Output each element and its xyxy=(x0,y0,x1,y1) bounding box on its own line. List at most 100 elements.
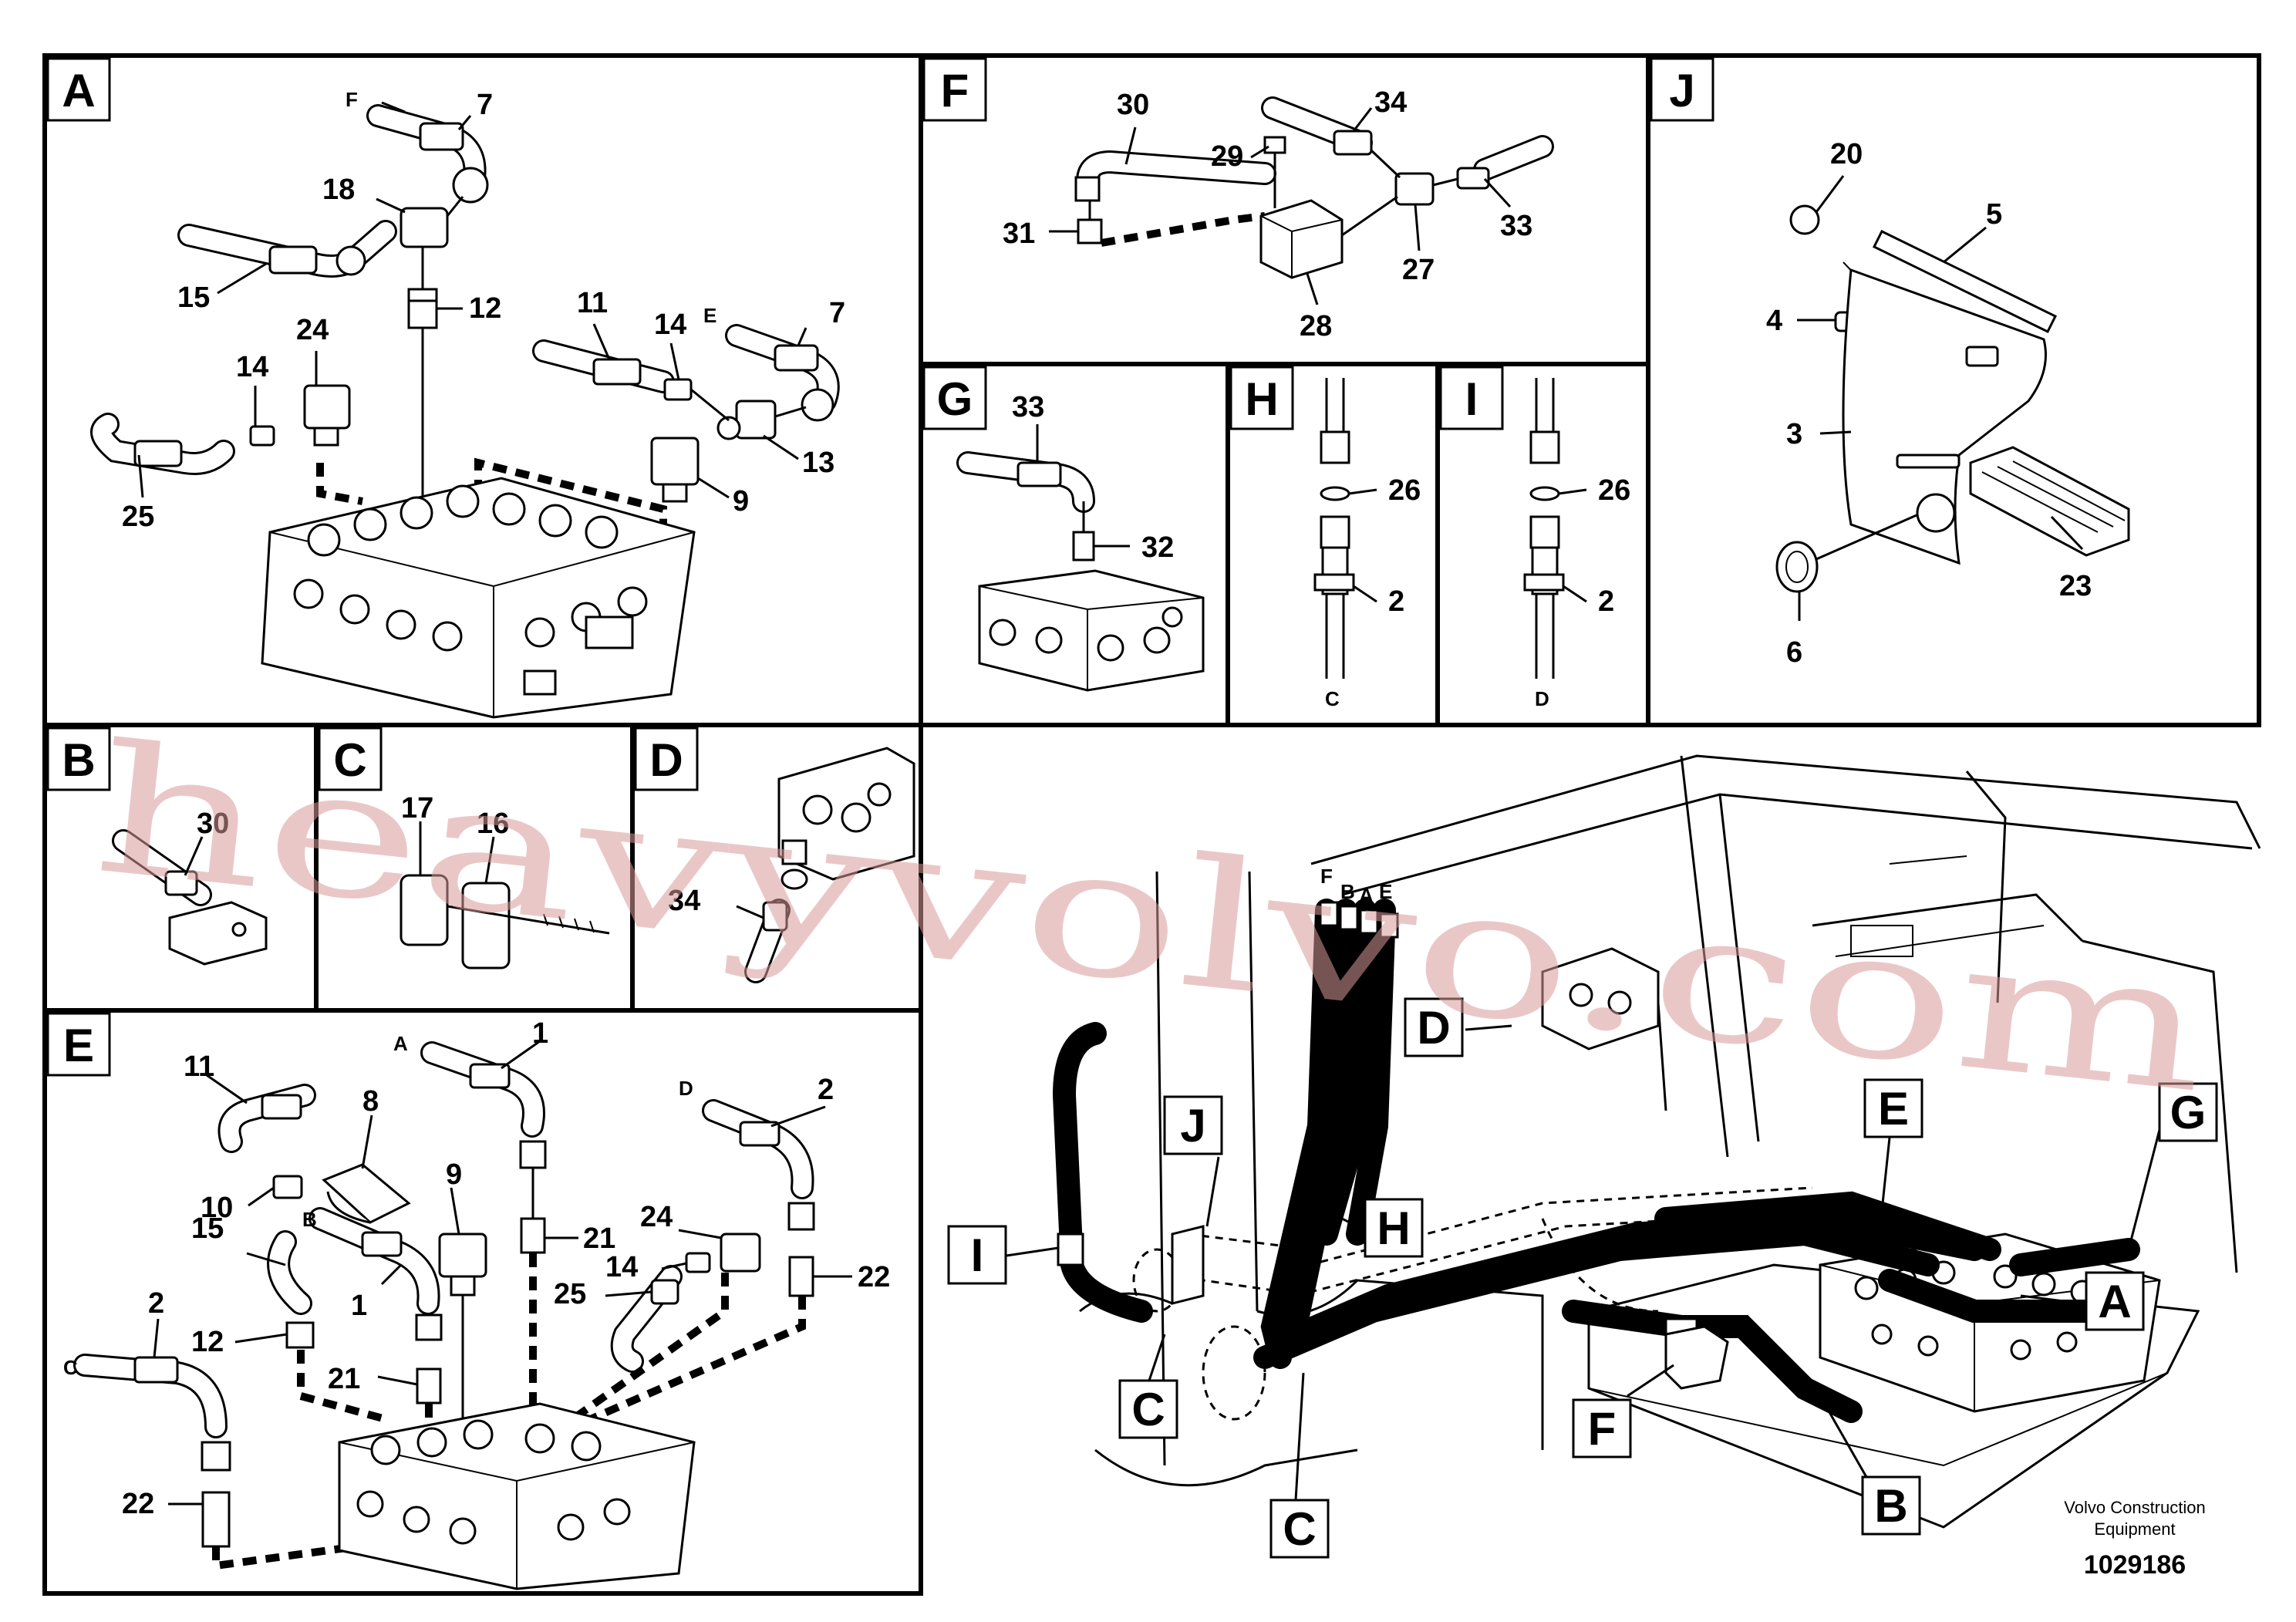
svg-text:9: 9 xyxy=(446,1158,462,1191)
svg-text:30: 30 xyxy=(197,808,229,840)
svg-text:21: 21 xyxy=(328,1363,360,1395)
panel-plate-f: F xyxy=(922,57,987,122)
svg-text:B: B xyxy=(62,734,95,786)
svg-text:2: 2 xyxy=(818,1074,834,1106)
panel-i-drawing xyxy=(1523,378,1565,679)
svg-text:D: D xyxy=(1417,1002,1450,1054)
panel-plate-c: C xyxy=(318,727,383,791)
svg-text:3: 3 xyxy=(1786,418,1802,450)
overview-callout-i: I xyxy=(947,1225,1007,1285)
panel-g-drawing xyxy=(956,451,1205,692)
svg-text:13: 13 xyxy=(802,447,834,479)
svg-text:E: E xyxy=(1878,1083,1909,1135)
panel-d-drawing xyxy=(744,747,915,983)
svg-text:C: C xyxy=(1325,687,1340,710)
svg-text:14: 14 xyxy=(236,351,268,383)
svg-text:F: F xyxy=(346,88,358,111)
overview-callout-d: D xyxy=(1404,997,1464,1057)
svg-text:23: 23 xyxy=(2059,570,2092,602)
svg-text:F: F xyxy=(1320,865,1333,888)
leader-lines xyxy=(137,101,2161,1506)
svg-text:34: 34 xyxy=(668,885,700,917)
svg-text:8: 8 xyxy=(362,1085,379,1118)
company-line-2: Equipment xyxy=(2094,1519,2175,1539)
svg-text:22: 22 xyxy=(122,1488,154,1520)
svg-text:20: 20 xyxy=(1830,138,1863,170)
svg-text:32: 32 xyxy=(1141,531,1174,564)
svg-text:16: 16 xyxy=(477,808,509,840)
svg-text:C: C xyxy=(63,1356,78,1379)
company-line-1: Volvo Construction xyxy=(2064,1498,2205,1517)
svg-text:7: 7 xyxy=(829,297,845,329)
svg-text:26: 26 xyxy=(1388,474,1421,507)
svg-text:E: E xyxy=(1379,880,1392,903)
panel-plate-h: H xyxy=(1229,366,1294,430)
svg-text:H: H xyxy=(1377,1202,1410,1254)
svg-text:I: I xyxy=(971,1229,984,1281)
panel-plate-g: G xyxy=(922,366,987,430)
svg-text:G: G xyxy=(2170,1087,2207,1138)
panel-ghi-callouts: 33 32 26 2 C 26 2 D xyxy=(1012,391,1630,710)
svg-text:9: 9 xyxy=(733,485,749,518)
svg-text:25: 25 xyxy=(554,1278,586,1310)
svg-text:G: G xyxy=(937,373,973,425)
svg-text:B: B xyxy=(302,1208,317,1231)
drawing-number: 1029186 xyxy=(2084,1550,2186,1580)
svg-text:29: 29 xyxy=(1211,140,1243,173)
overview-callout-plates: D J I H E G A C F C B xyxy=(947,997,2218,1559)
svg-text:21: 21 xyxy=(583,1222,615,1255)
svg-text:14: 14 xyxy=(654,309,686,341)
panel-j-drawing xyxy=(1775,204,2130,593)
overview-callout-g: G xyxy=(2158,1082,2218,1142)
panel-c-drawing xyxy=(400,874,610,969)
panel-f-callouts: 30 34 29 31 33 27 28 xyxy=(1003,86,1532,342)
svg-text:6: 6 xyxy=(1786,636,1802,669)
svg-text:B: B xyxy=(1340,880,1355,903)
svg-text:31: 31 xyxy=(1003,218,1035,250)
panel-b-drawing xyxy=(112,829,268,966)
panel-f-drawing xyxy=(1074,96,1554,279)
panel-e-drawing xyxy=(73,1041,815,1590)
svg-text:4: 4 xyxy=(1766,305,1782,337)
overview-callout-h: H xyxy=(1364,1198,1424,1258)
svg-text:D: D xyxy=(1535,687,1549,710)
svg-text:C: C xyxy=(1131,1384,1165,1435)
svg-text:33: 33 xyxy=(1500,210,1532,242)
svg-text:11: 11 xyxy=(577,287,608,319)
footer-block: Volvo Construction Equipment 1029186 xyxy=(2064,1498,2205,1580)
overview-callout-b: B xyxy=(1861,1475,1921,1536)
overview-callout-e: E xyxy=(1863,1078,1923,1138)
svg-text:J: J xyxy=(1180,1100,1205,1152)
svg-text:10: 10 xyxy=(201,1192,233,1224)
svg-text:26: 26 xyxy=(1598,474,1630,507)
svg-text:A: A xyxy=(393,1032,408,1055)
svg-text:I: I xyxy=(1465,373,1478,425)
svg-text:15: 15 xyxy=(177,282,210,314)
svg-text:E: E xyxy=(63,1020,94,1071)
svg-text:15: 15 xyxy=(191,1212,224,1245)
svg-text:34: 34 xyxy=(1374,86,1407,119)
svg-text:25: 25 xyxy=(122,501,154,533)
panel-a-drawing xyxy=(90,104,840,719)
panel-plate-i: I xyxy=(1439,366,1504,430)
overview-hose-tags: F B A E xyxy=(1320,865,1392,907)
svg-text:1: 1 xyxy=(532,1017,548,1050)
panel-plate-a: A xyxy=(46,57,111,122)
svg-text:2: 2 xyxy=(1598,585,1614,618)
panel-plate-j: J xyxy=(1650,57,1714,122)
valve-ports-a xyxy=(293,484,648,696)
svg-text:27: 27 xyxy=(1402,254,1435,286)
svg-text:22: 22 xyxy=(858,1261,890,1293)
svg-text:A: A xyxy=(1359,884,1374,907)
svg-text:11: 11 xyxy=(184,1050,214,1083)
overview-drawing xyxy=(1052,754,2261,1529)
panel-frames xyxy=(42,53,2261,1596)
svg-text:E: E xyxy=(703,304,716,327)
overview-callout-a: A xyxy=(2085,1271,2145,1331)
svg-text:30: 30 xyxy=(1117,89,1149,121)
panel-plate-e: E xyxy=(46,1012,111,1077)
svg-text:14: 14 xyxy=(605,1251,638,1283)
svg-text:J: J xyxy=(1669,65,1694,116)
svg-text:18: 18 xyxy=(322,174,355,206)
